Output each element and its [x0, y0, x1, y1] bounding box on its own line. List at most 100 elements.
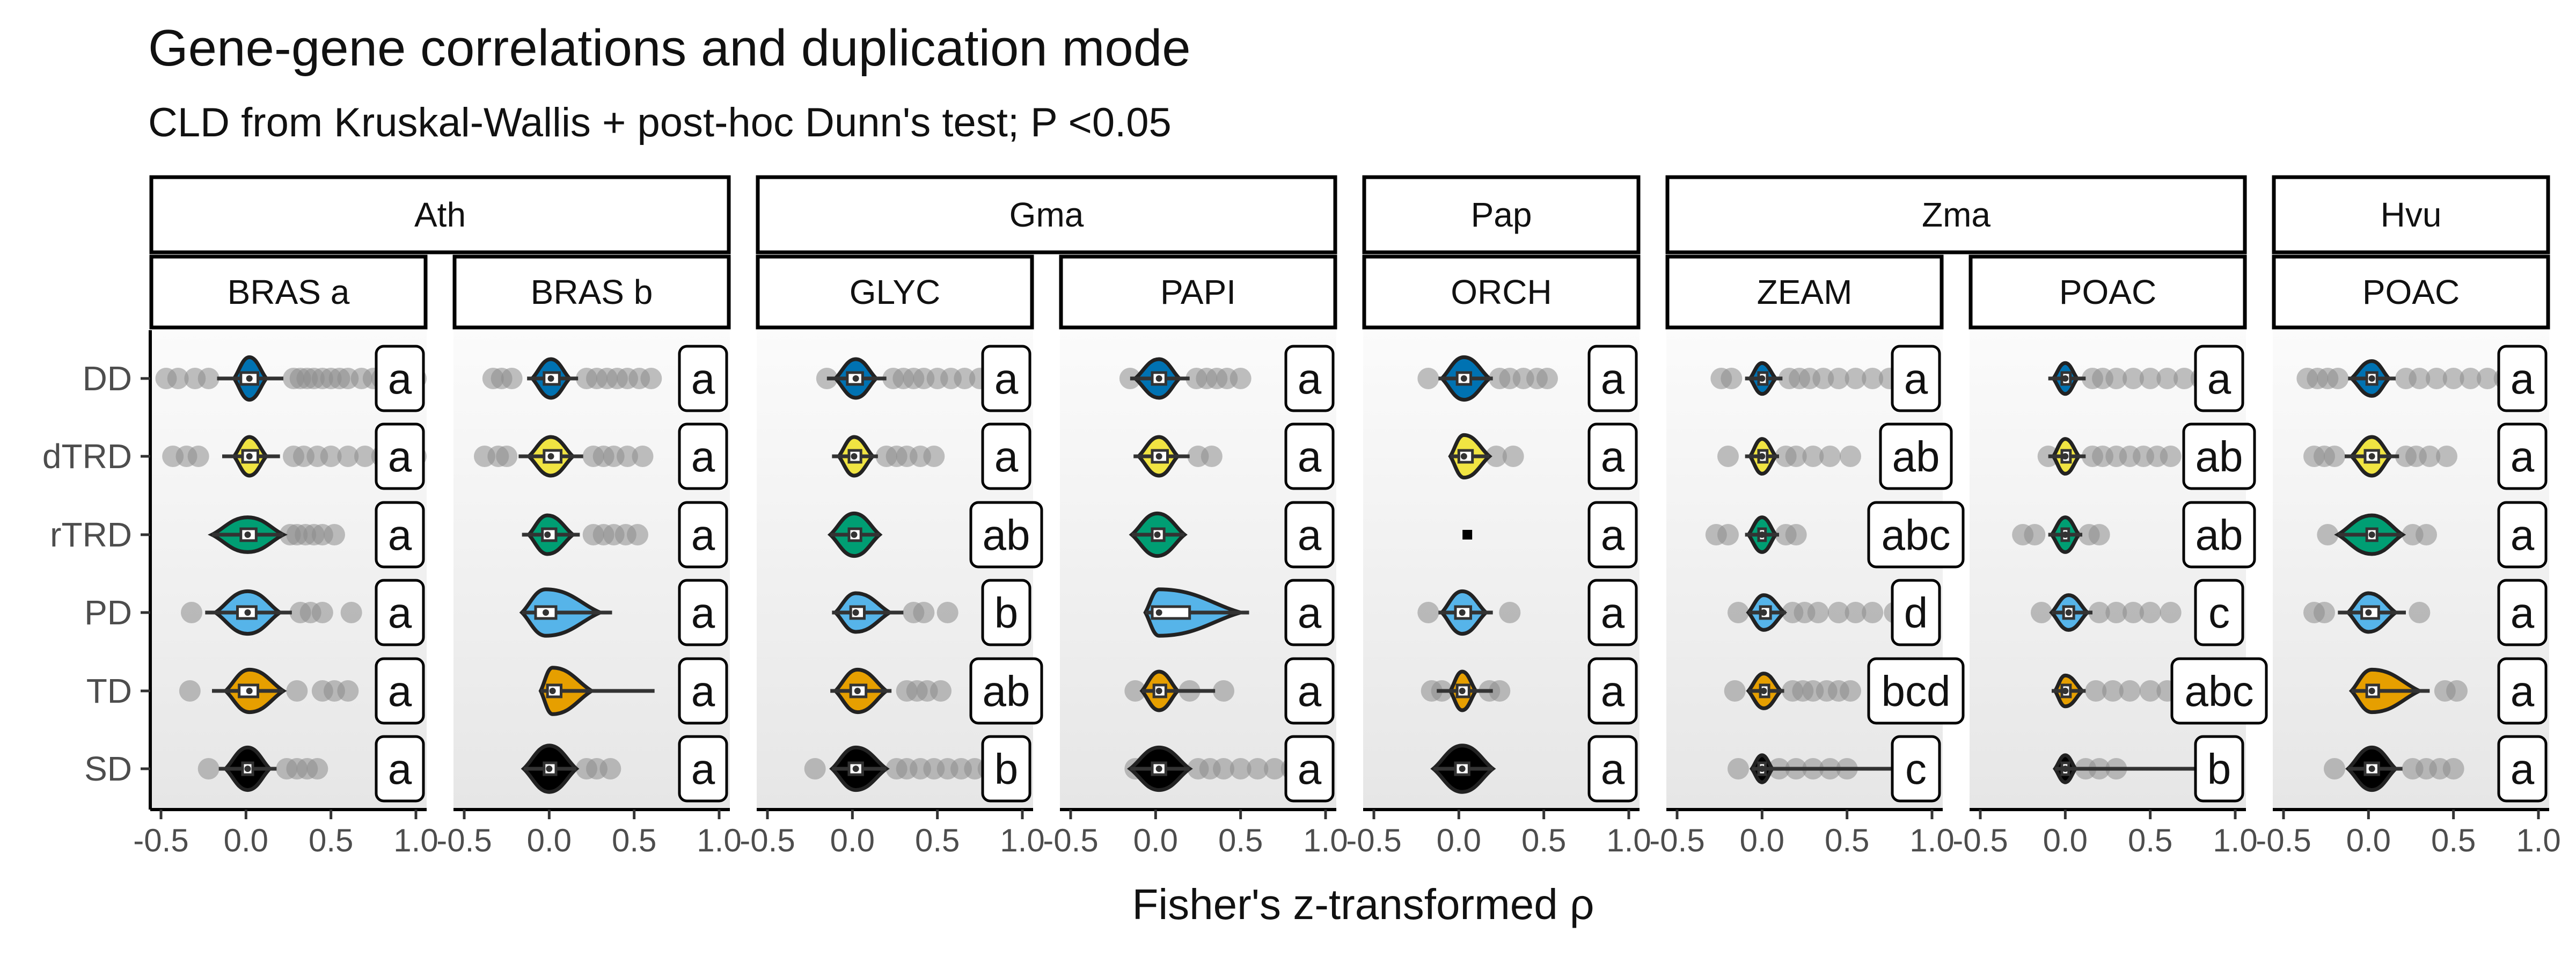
outlier-point: [320, 446, 342, 467]
outlier-point: [187, 446, 209, 467]
outlier-point: [2156, 368, 2178, 389]
boxplot-median: [546, 766, 553, 772]
cld-label: b: [2207, 745, 2231, 793]
outlier-point: [1728, 758, 1749, 779]
x-tick-label: 0.5: [1218, 822, 1263, 858]
outlier-point: [2139, 680, 2161, 702]
boxplot-median: [2062, 688, 2069, 694]
outlier-point: [354, 446, 376, 467]
outlier-point: [2139, 602, 2161, 623]
outlier-point: [2105, 368, 2127, 389]
cld-label: a: [1298, 745, 1322, 793]
boxplot-median: [852, 375, 859, 382]
cld-label: c: [2208, 589, 2230, 637]
outlier-point: [2123, 368, 2144, 389]
cld-label: a: [388, 433, 412, 480]
x-tick-label: 0.0: [527, 822, 572, 858]
strip-box: [1665, 175, 2247, 254]
outlier-point: [1230, 368, 1252, 389]
cld-label: a: [2511, 589, 2535, 637]
outlier-point: [2436, 446, 2457, 467]
boxplot-median: [2065, 609, 2072, 616]
boxplot-median: [1155, 609, 1162, 616]
cld-label: a: [1601, 355, 1625, 403]
y-tick-label: SD: [84, 749, 132, 788]
boxplot-median: [246, 375, 253, 382]
cld-label: b: [994, 589, 1019, 637]
outlier-point: [2031, 602, 2052, 623]
x-tick-label: 1.0: [2516, 822, 2560, 858]
boxplot-median: [1760, 609, 1767, 616]
boxplot-median: [1155, 453, 1162, 460]
cld-label: a: [2511, 355, 2535, 403]
outlier-point: [632, 446, 654, 467]
boxplot-median: [246, 453, 253, 460]
outlier-point: [2426, 368, 2447, 389]
outlier-point: [2327, 368, 2349, 389]
strip-label: Zma: [1922, 195, 1990, 234]
x-tick-label: 0.5: [915, 822, 960, 858]
cld-label-box: [375, 345, 425, 412]
outlier-point: [1717, 524, 1739, 545]
outlier-point: [197, 368, 219, 389]
cld-label: ab: [2196, 433, 2243, 480]
outlier-point: [2416, 524, 2437, 545]
outlier-point: [167, 368, 189, 389]
cld-label: a: [1298, 667, 1322, 715]
cld-label-box: [1587, 657, 1638, 725]
outlier-point: [2324, 758, 2345, 779]
outlier-point: [1247, 758, 1269, 779]
outlier-point: [804, 758, 826, 779]
boxplot-median: [1155, 688, 1162, 694]
cld-label-box: [2182, 422, 2256, 490]
cld-label-box: [1891, 579, 1941, 646]
outlier-point: [2446, 680, 2468, 702]
x-tick-label: -0.5: [2256, 822, 2311, 858]
boxplot-median: [2368, 453, 2375, 460]
cld-label-box: [375, 657, 425, 725]
cld-label: d: [1904, 589, 1928, 637]
cld-label: a: [691, 433, 715, 480]
outlier-point: [2088, 602, 2110, 623]
cld-label: b: [994, 745, 1019, 793]
cld-label-box: [1587, 345, 1638, 412]
cld-label: a: [388, 511, 412, 559]
cld-label: a: [388, 589, 412, 637]
outlier-point: [1721, 368, 1743, 389]
outlier-point: [496, 446, 518, 467]
outlier-point: [617, 446, 638, 467]
cld-label: a: [691, 511, 715, 559]
cld-label-box: [1587, 501, 1638, 569]
x-tick-label: 0.5: [309, 822, 353, 858]
outlier-point: [1213, 758, 1234, 779]
cld-label: a: [2511, 433, 2535, 480]
outlier-point: [1489, 680, 1511, 702]
outlier-point: [599, 758, 621, 779]
cld-label-box: [1284, 735, 1335, 803]
cld-label-box: [678, 657, 728, 725]
cld-label-box: [2497, 345, 2548, 412]
boxplot-median: [547, 453, 554, 460]
outlier-point: [1724, 680, 1746, 702]
boxplot-median: [2368, 531, 2375, 538]
strip-label: Hvu: [2381, 195, 2442, 234]
cld-label-box: [375, 422, 425, 490]
cld-label-box: [2497, 657, 2548, 725]
panel-strip-label: BRAS b: [531, 273, 653, 311]
cld-label: a: [1298, 433, 1322, 480]
outlier-point: [1785, 524, 1807, 545]
cld-label: a: [2511, 667, 2535, 715]
outlier-point: [1840, 446, 1861, 467]
outlier-point: [2419, 446, 2441, 467]
outlier-point: [2442, 758, 2464, 779]
boxplot-median: [854, 688, 861, 694]
strip-box: [2272, 254, 2550, 330]
boxplot-median: [2368, 375, 2375, 382]
